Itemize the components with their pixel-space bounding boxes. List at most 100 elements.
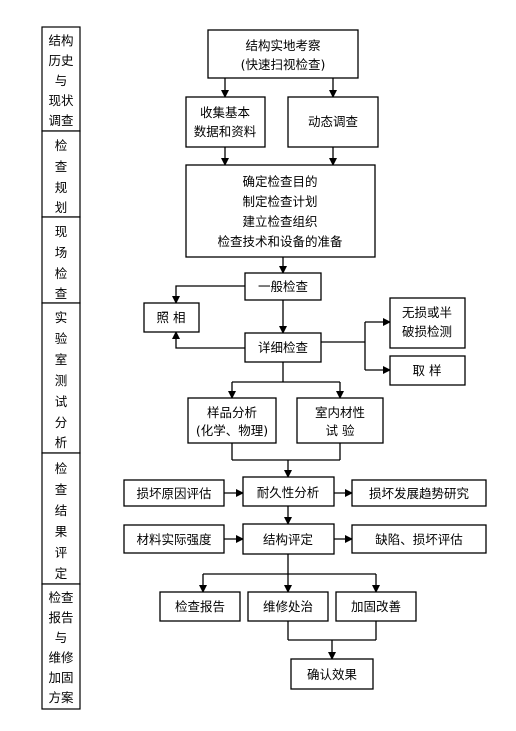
node-defect-eval-line1: 缺陷、损坏评估 <box>375 532 463 547</box>
node-survey-line2: (快速扫视检查) <box>241 57 326 72</box>
stage-inspection-plan <box>41 130 81 218</box>
stage-history-survey-line4: 现状 <box>48 93 74 108</box>
node-reinforce-line1: 加固改善 <box>351 599 401 614</box>
node-structural-eval: 结构评定 <box>242 523 335 555</box>
stage-lab-analysis-line6: 分 <box>55 415 68 430</box>
stage-history-survey <box>41 26 81 132</box>
stage-result-evaluation-line6: 定 <box>55 566 68 581</box>
stage-report-and-repair-line3: 与 <box>55 630 68 645</box>
stage-result-evaluation-line2: 查 <box>55 482 68 497</box>
node-durability-line1: 耐久性分析 <box>257 485 320 500</box>
node-photo-line1: 照 相 <box>157 310 186 325</box>
node-photo: 照 相 <box>143 302 200 333</box>
stage-result-evaluation-line4: 果 <box>55 524 68 539</box>
stage-history-survey-line5: 调查 <box>48 113 74 128</box>
node-sample-analysis-line2: (化学、物理) <box>196 423 268 438</box>
arrow-detailed-photo <box>172 331 245 349</box>
node-detailed: 详细检查 <box>244 332 322 363</box>
stage-lab-analysis-line3: 室 <box>55 352 68 367</box>
stage-report-and-repair-line2: 报告 <box>48 610 73 625</box>
node-sampling-line1: 取 样 <box>413 363 442 378</box>
node-sampling: 取 样 <box>389 355 466 386</box>
stage-lab-analysis-line5: 试 <box>55 394 68 409</box>
node-collect-line1: 收集基本 <box>200 105 251 120</box>
node-ndt: 无损或半 破损检测 <box>389 297 466 349</box>
stage-site-inspection-line4: 查 <box>55 286 68 301</box>
node-structural-eval-line1: 结构评定 <box>263 532 313 547</box>
node-plan: 确定检查目的 制定检查计划 建立检查组织 检查技术和设备的准备 <box>185 164 376 258</box>
node-report: 检查报告 <box>159 591 241 622</box>
node-damage-cause-box <box>123 479 225 507</box>
stage-lab-analysis-line7: 析 <box>55 435 68 450</box>
node-plan-line1: 确定检查目的 <box>242 174 317 189</box>
stage-site-inspection-line1: 现 <box>55 224 68 239</box>
node-material-strength-line1: 材料实际强度 <box>136 532 212 547</box>
node-dynamic-box <box>287 96 379 148</box>
stage-result-evaluation-line3: 结 <box>55 503 68 518</box>
node-defect-eval: 缺陷、损坏评估 <box>351 524 487 554</box>
node-plan-line2: 制定检查计划 <box>242 194 317 209</box>
node-damage-trend: 损坏发展趋势研究 <box>351 479 487 507</box>
node-indoor-test-line2: 试 验 <box>326 423 355 438</box>
stage-inspection-plan-line4: 划 <box>55 200 68 215</box>
node-repair: 维修处治 <box>247 591 329 622</box>
node-defect-eval-box <box>351 524 487 554</box>
stage-inspection-plan-line1: 检 <box>55 138 68 153</box>
node-ndt-box <box>389 297 466 349</box>
node-plan-box <box>185 164 376 258</box>
stage-result-evaluation-line5: 评 <box>55 545 68 560</box>
node-general-line1: 一般检查 <box>258 279 309 294</box>
stage-lab-analysis-line2: 验 <box>55 331 68 346</box>
node-indoor-test-line1: 室内材性 <box>315 405 365 420</box>
node-general: 一般检查 <box>244 272 322 301</box>
stage-report-and-repair-line1: 检查 <box>48 590 74 605</box>
stage-lab-analysis <box>41 302 81 454</box>
node-damage-trend-line1: 损坏发展趋势研究 <box>369 486 470 501</box>
node-sample-analysis-box <box>187 397 277 444</box>
node-material-strength: 材料实际强度 <box>123 524 225 554</box>
connectors <box>172 78 391 660</box>
node-damage-trend-box <box>351 479 487 507</box>
stage-report-and-repair-line4: 维修 <box>48 650 74 665</box>
node-general-box <box>244 272 322 301</box>
node-durability: 耐久性分析 <box>242 476 335 507</box>
stage-inspection-plan-line3: 规 <box>55 180 68 195</box>
node-ndt-line2: 破损检测 <box>402 324 452 339</box>
stage-site-inspection-line3: 检 <box>55 266 68 281</box>
node-dynamic: 动态调查 <box>287 96 379 148</box>
node-confirm: 确认效果 <box>290 658 374 690</box>
stage-history-survey-line1: 结构 <box>48 33 73 48</box>
node-collect: 收集基本 数据和资料 <box>185 96 266 148</box>
node-sample-analysis-line1: 样品分析 <box>207 405 257 420</box>
node-indoor-test: 室内材性 试 验 <box>296 397 384 444</box>
stage-report-and-repair-line5: 加固 <box>48 670 73 685</box>
node-confirm-box <box>290 658 374 690</box>
stage-site-inspection-line2: 场 <box>55 245 68 260</box>
node-report-box <box>159 591 241 622</box>
node-repair-line1: 维修处治 <box>263 599 313 614</box>
node-sample-analysis: 样品分析 (化学、物理) <box>187 397 277 444</box>
stage-result-evaluation-line1: 检 <box>55 461 68 476</box>
stage-inspection-plan-line2: 查 <box>55 159 68 174</box>
stage-lab-analysis-line4: 测 <box>55 373 68 388</box>
node-plan-line4: 检查技术和设备的准备 <box>217 234 343 249</box>
node-material-strength-box <box>123 524 225 554</box>
node-ndt-line1: 无损或半 <box>402 305 452 320</box>
node-reinforce-box <box>335 591 417 622</box>
stage-history-survey-line3: 与 <box>55 73 68 88</box>
node-structural-eval-box <box>242 523 335 555</box>
node-collect-box <box>185 96 266 148</box>
node-detailed-line1: 详细检查 <box>258 340 309 355</box>
stage-sidebar: 结构 历史 与 现状 调查 检 查 规 划 现 场 检 查 实 验 室 测 试 … <box>41 26 81 710</box>
stage-lab-analysis-line1: 实 <box>55 310 68 325</box>
node-confirm-line1: 确认效果 <box>307 667 358 682</box>
node-photo-box <box>143 302 200 333</box>
node-plan-line3: 建立检查组织 <box>242 214 317 229</box>
node-damage-cause: 损坏原因评估 <box>123 479 225 507</box>
node-survey-box <box>207 29 359 79</box>
stage-report-and-repair <box>41 583 81 710</box>
node-damage-cause-line1: 损坏原因评估 <box>136 486 211 501</box>
arrow-general-photo <box>172 285 245 304</box>
node-sampling-box <box>389 355 466 386</box>
node-collect-line2: 数据和资料 <box>194 124 257 139</box>
